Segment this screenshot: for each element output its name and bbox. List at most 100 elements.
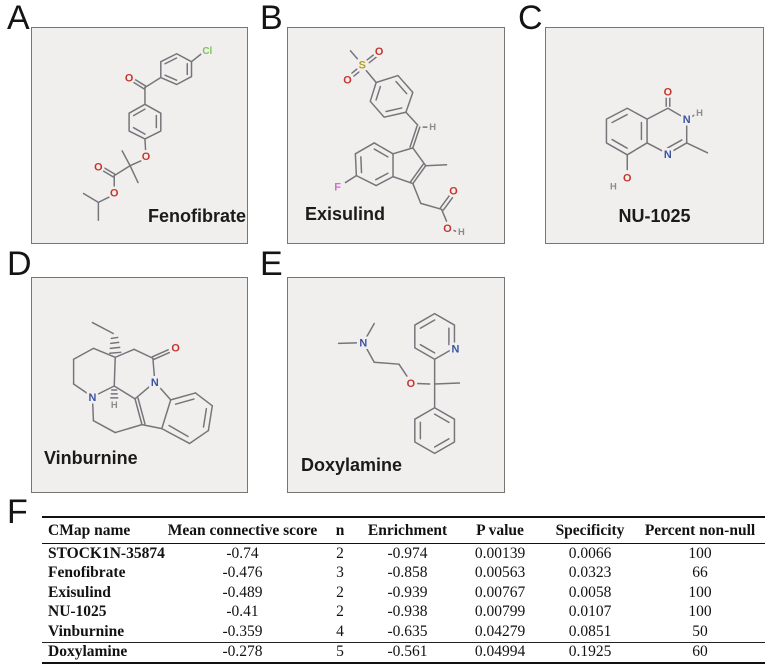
table-cell: 0.04279: [474, 622, 526, 640]
panel-d-box: O N N H Vinburnine: [31, 277, 248, 493]
hydrogen-atom-label: H: [610, 180, 617, 191]
table-cell: 2: [336, 603, 344, 621]
table-cell: -0.278: [165, 641, 320, 663]
panel-e-box: N O N Doxylamine: [287, 277, 505, 493]
column-header: n: [320, 517, 360, 544]
panel-label-e: E: [260, 245, 283, 283]
oxygen-atom-label: O: [142, 151, 150, 163]
oxygen-atom-label: O: [110, 187, 118, 199]
fluorine-atom-label: F: [334, 181, 341, 193]
column-header: CMap name: [42, 517, 165, 544]
oxygen-atom-label: O: [375, 46, 383, 58]
table-cell: 2: [336, 544, 344, 562]
table-cell: 60: [635, 641, 765, 663]
panel-a-box: O Cl O O O Fenofibrate: [31, 27, 248, 244]
column-header: Percent non-null: [635, 517, 765, 544]
column-header: P value: [455, 517, 545, 544]
table-cell: -0.858: [387, 564, 428, 582]
table-cell: 100: [688, 603, 712, 621]
table-cell: -0.359: [222, 622, 263, 640]
table-cell: -0.561: [360, 641, 455, 663]
fenofibrate-structure: O Cl O O O: [82, 43, 215, 221]
table-cell: 66: [692, 564, 708, 582]
table-header-row: CMap name Mean connective score n Enrich…: [42, 517, 765, 544]
table-cell: 0.00767: [474, 583, 526, 601]
table-cell: 0.1925: [545, 641, 635, 663]
table-cell: 0.0323: [568, 564, 612, 582]
table-cell: -0.938: [387, 603, 428, 621]
compound-name: Exisulind: [305, 204, 386, 224]
table-cell: 0.00799: [474, 603, 526, 621]
panel-label-b: B: [260, 0, 283, 37]
table-row: Exisulind -0.489 2 -0.939 0.00767 0.0058…: [42, 583, 765, 603]
sulfur-atom-label: S: [359, 60, 366, 72]
chlorine-atom-label: Cl: [202, 46, 212, 57]
panel-label-a: A: [7, 0, 30, 37]
table-row: NU-1025 -0.41 2 -0.938 0.00799 0.0107 10…: [42, 603, 765, 623]
hydrogen-atom-label: H: [111, 399, 118, 410]
panel-label-d: D: [7, 245, 32, 283]
table-cell: 100: [688, 583, 712, 601]
oxygen-atom-label: O: [343, 74, 351, 86]
oxygen-atom-label: O: [171, 342, 179, 354]
oxygen-atom-label: O: [664, 86, 672, 98]
cmap-name-cell: Doxylamine: [42, 641, 165, 663]
cmap-name-cell: STOCK1N-35874: [48, 544, 165, 562]
compound-name: Doxylamine: [301, 455, 403, 475]
oxygen-atom-label: O: [94, 162, 102, 174]
oxygen-atom-label: O: [407, 378, 415, 390]
cmap-name-cell: NU-1025: [48, 603, 107, 621]
table-cell: -0.476: [222, 564, 263, 582]
cmap-name-cell: Fenofibrate: [48, 564, 126, 582]
table-cell: 2: [336, 583, 344, 601]
cmap-results-table: CMap name Mean connective score n Enrich…: [42, 516, 765, 664]
panel-label-c: C: [518, 0, 543, 37]
doxylamine-structure: N O N: [337, 312, 462, 455]
table-cell: -0.635: [387, 622, 428, 640]
table-cell: 50: [692, 622, 708, 640]
table-row: STOCK1N-35874 -0.74 2 -0.974 0.00139 0.0…: [42, 544, 765, 564]
compound-name: Vinburnine: [44, 448, 138, 468]
nitrogen-atom-label: N: [683, 114, 691, 126]
oxygen-atom-label: O: [125, 73, 133, 85]
compound-name: Fenofibrate: [148, 206, 247, 226]
table-cell: 100: [688, 544, 712, 562]
column-header: Specificity: [545, 517, 635, 544]
table-cell: 0.00563: [474, 564, 526, 582]
nitrogen-atom-label: N: [151, 377, 159, 389]
cmap-name-cell: Vinburnine: [48, 622, 125, 640]
table-cell: 0.00139: [474, 544, 526, 562]
nitrogen-atom-label: N: [89, 392, 97, 404]
table-row: Fenofibrate -0.476 3 -0.858 0.00563 0.03…: [42, 564, 765, 584]
hydrogen-atom-label: H: [429, 121, 436, 132]
oxygen-atom-label: O: [623, 173, 631, 185]
table-row: Vinburnine -0.359 4 -0.635 0.04279 0.085…: [42, 622, 765, 642]
panel-c-box: O N H N O H NU-1025: [545, 27, 764, 244]
table-row: Doxylamine -0.278 5 -0.561 0.04994 0.192…: [42, 641, 765, 663]
vinburnine-structure: O N N H: [72, 321, 214, 445]
table-cell: 5: [320, 641, 360, 663]
nitrogen-atom-label: N: [452, 343, 460, 355]
table-cell: -0.974: [387, 544, 428, 562]
table-cell: 4: [336, 622, 344, 640]
oxygen-atom-label: O: [449, 185, 457, 197]
table-cell: -0.939: [387, 583, 428, 601]
nu1025-structure: O N H N O H: [605, 84, 709, 194]
table-cell: -0.489: [222, 583, 263, 601]
column-header: Mean connective score: [165, 517, 320, 544]
column-header: Enrichment: [360, 517, 455, 544]
panel-b-box: S O O H F O O H Exisulind: [287, 27, 505, 244]
table-cell: 0.0058: [568, 583, 612, 601]
table-cell: 3: [336, 564, 344, 582]
cmap-name-cell: Exisulind: [48, 583, 111, 601]
oxygen-atom-label: O: [443, 223, 451, 235]
hydrogen-atom-label: H: [458, 226, 465, 237]
compound-name: NU-1025: [618, 206, 691, 226]
nitrogen-atom-label: N: [664, 149, 672, 161]
table-cell: -0.41: [226, 603, 259, 621]
hydrogen-atom-label: H: [696, 107, 703, 118]
exisulind-structure: S O O H F O O H: [332, 43, 468, 239]
table-cell: 0.0851: [568, 622, 612, 640]
table-cell: -0.74: [226, 544, 259, 562]
